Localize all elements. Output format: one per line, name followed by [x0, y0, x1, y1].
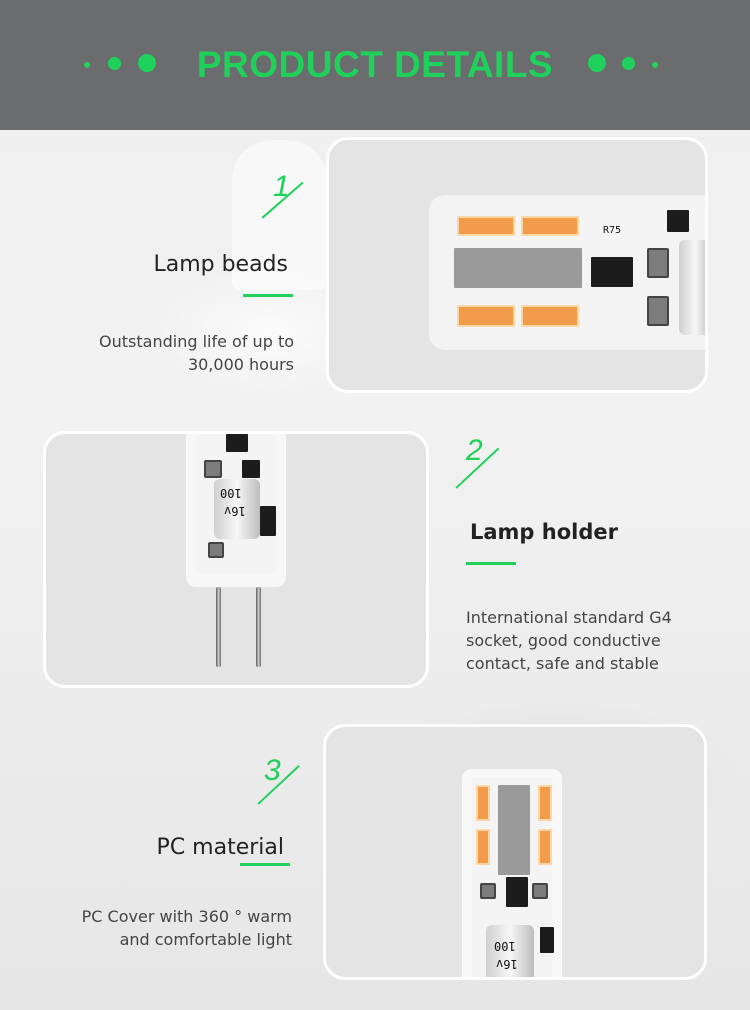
chip [226, 434, 248, 452]
solder-pad [208, 542, 224, 558]
feature-number: 2 [466, 434, 483, 467]
decor-dot-icon [84, 62, 90, 68]
feature-description: PC Cover with 360 ° warm and comfortable… [30, 905, 292, 951]
led-bead [538, 829, 552, 865]
led-bead [521, 305, 579, 327]
feature-description: International standard G4 socket, good c… [466, 606, 736, 675]
chip [591, 257, 633, 287]
description-line: 30,000 hours [187, 355, 294, 374]
socket-pin [256, 587, 261, 667]
title-underline [240, 863, 290, 866]
product-image-pc-cover: 100 16v [323, 724, 707, 980]
feature-number: 3 [264, 754, 281, 787]
decor-dot-icon [588, 54, 606, 72]
capacitor-voltage-label: 16v [496, 957, 518, 971]
chip [540, 927, 554, 953]
feature-title: PC material [156, 835, 284, 860]
product-image-lamp-beads: R75 [326, 137, 708, 393]
background-lamp [232, 140, 327, 290]
title-underline [243, 294, 293, 297]
description-line: contact, safe and stable [466, 654, 659, 673]
page-title: PRODUCT DETAILS [196, 44, 554, 85]
description-line: International standard G4 [466, 608, 672, 627]
led-bead [457, 216, 515, 236]
resistor-label: R75 [603, 225, 622, 236]
solder-pad [204, 460, 222, 478]
decor-dot-icon [138, 54, 156, 72]
capacitor [486, 925, 534, 977]
led-bead [538, 785, 552, 821]
header-banner: PRODUCT DETAILS [0, 0, 750, 130]
capacitor [679, 240, 705, 335]
led-bead [521, 216, 579, 236]
decor-dot-icon [652, 62, 658, 68]
chip [498, 785, 530, 875]
feature-title: Lamp beads [153, 252, 288, 277]
led-bead [476, 785, 490, 821]
led-bead [476, 829, 490, 865]
feature-title: Lamp holder [470, 520, 618, 544]
capacitor-value-label: 100 [494, 939, 516, 953]
led-bead [457, 305, 515, 327]
solder-pad [480, 883, 496, 899]
decor-dot-icon [622, 57, 635, 70]
title-underline [466, 562, 516, 565]
chip [667, 210, 689, 232]
solder-pad [647, 296, 669, 326]
capacitor-voltage-label: 16v [224, 504, 246, 518]
socket-pin [216, 587, 221, 667]
product-image-lamp-holder: 100 16v [43, 431, 429, 688]
chip [260, 506, 276, 536]
chip [242, 460, 260, 478]
decor-dot-icon [108, 57, 121, 70]
solder-pad [532, 883, 548, 899]
chip [506, 877, 528, 907]
capacitor [214, 479, 260, 539]
feature-description: Outstanding life of up to 30,000 hours [40, 330, 294, 376]
description-line: socket, good conductive [466, 631, 661, 650]
description-line: and comfortable light [119, 930, 292, 949]
capacitor-value-label: 100 [220, 486, 242, 500]
description-line: PC Cover with 360 ° warm [81, 907, 292, 926]
description-line: Outstanding life of up to [99, 332, 294, 351]
chip [454, 248, 582, 288]
solder-pad [647, 248, 669, 278]
